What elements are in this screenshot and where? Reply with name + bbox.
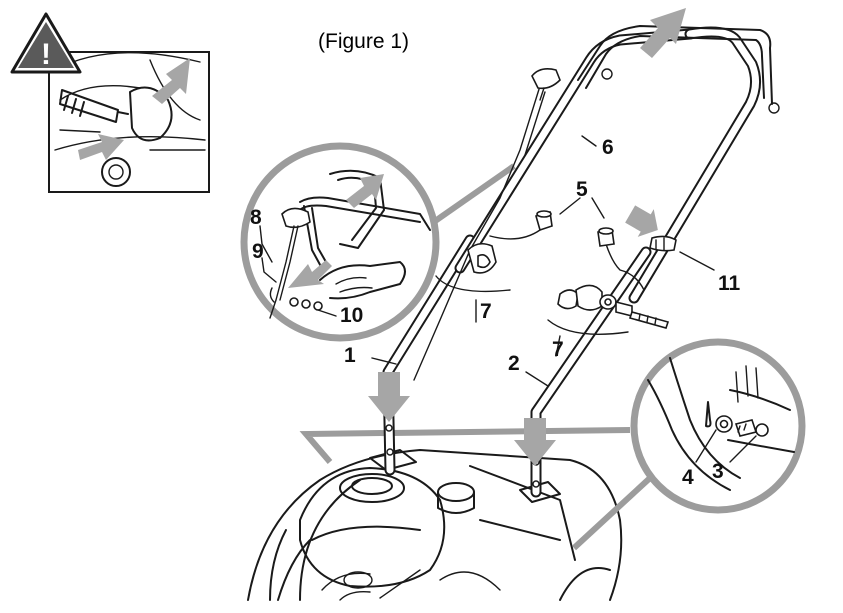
callout-2: 2 <box>508 352 520 375</box>
callout-8: 8 <box>250 206 262 229</box>
direction-arrow-icon <box>625 205 658 237</box>
leader-lines <box>259 135 757 463</box>
warning-symbol: ! <box>41 38 51 71</box>
callout-5: 5 <box>576 178 588 201</box>
callout-7b: 7 <box>552 338 564 361</box>
callout-6: 6 <box>602 136 614 159</box>
mower-deck <box>247 449 623 601</box>
direction-arrow-icon <box>640 8 686 58</box>
callout-4: 4 <box>682 466 694 489</box>
magnifier-detail <box>630 338 806 514</box>
leader-band <box>426 163 516 229</box>
direction-arrow-icon <box>78 134 124 160</box>
figure-caption: (Figure 1) <box>318 30 410 53</box>
warning-inset <box>48 51 210 193</box>
direction-arrow-icon <box>368 372 410 422</box>
callout-3: 3 <box>712 460 724 483</box>
callout-9: 9 <box>252 240 264 263</box>
callout-labels: 8 9 10 6 5 11 7 7 1 2 4 3 <box>250 136 741 489</box>
callout-10: 10 <box>340 304 363 327</box>
direction-arrow-icon <box>152 58 190 104</box>
direction-arrow-icon <box>514 418 556 466</box>
direction-arrow-icon <box>288 260 332 288</box>
callout-1: 1 <box>344 344 356 367</box>
warning-triangle-icon: ! <box>10 12 82 74</box>
leader-band <box>571 475 653 551</box>
callout-7a: 7 <box>480 300 492 323</box>
direction-arrow-icon <box>346 174 384 208</box>
callout-11: 11 <box>718 272 741 295</box>
leader-band <box>299 427 631 464</box>
magnifier-detail <box>240 142 440 342</box>
